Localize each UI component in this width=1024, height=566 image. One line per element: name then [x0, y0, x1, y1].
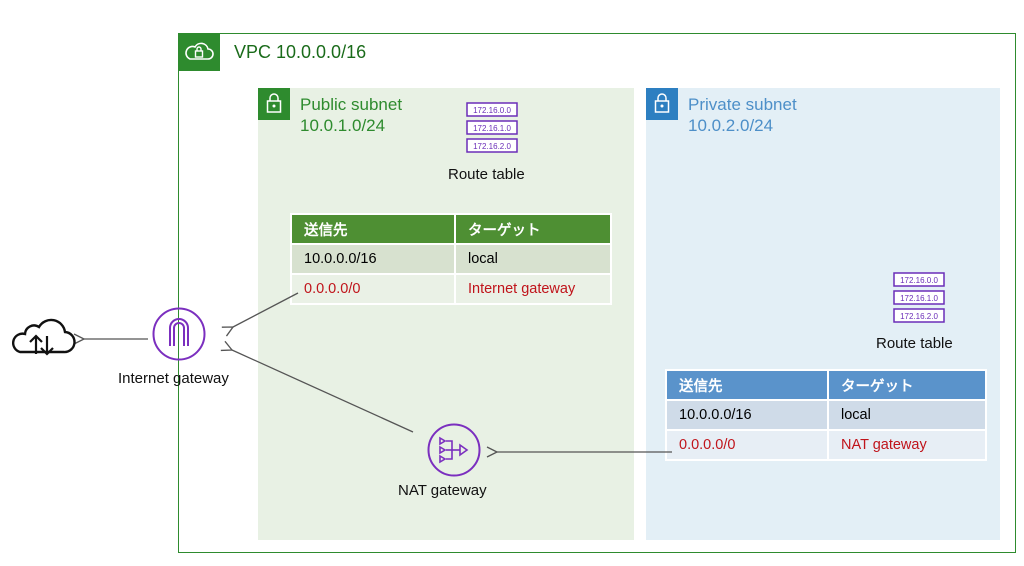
route-target: NAT gateway	[827, 429, 987, 461]
route-destination: 10.0.0.0/16	[665, 399, 829, 431]
table-row: 10.0.0.0/16 local	[665, 399, 987, 431]
vpc-boundary	[178, 33, 1016, 553]
private-subnet-name: Private subnet	[688, 95, 797, 114]
arrow-nat-to-igw	[232, 350, 414, 433]
route-table-icon: 172.16.0.0 172.16.1.0 172.16.2.0	[466, 102, 518, 153]
vpc-badge	[178, 33, 220, 71]
table-row: 0.0.0.0/0 NAT gateway	[665, 429, 987, 461]
route-table-icon: 172.16.0.0 172.16.1.0 172.16.2.0	[893, 272, 945, 323]
public-route-table: 送信先 ターゲット 10.0.0.0/16 local 0.0.0.0/0 In…	[290, 213, 612, 305]
route-table-icon-entry: 172.16.1.0	[900, 294, 938, 303]
internet-gateway-icon	[152, 307, 206, 361]
route-destination: 0.0.0.0/0	[290, 273, 456, 305]
internet-gateway-label: Internet gateway	[118, 370, 229, 387]
header-destination: 送信先	[290, 213, 456, 245]
private-route-table-label: Route table	[876, 335, 953, 352]
private-subnet-badge	[646, 88, 678, 120]
arrow-public-route-to-igw	[233, 292, 299, 327]
cloud-lock-icon	[185, 42, 214, 60]
lock-icon	[654, 93, 670, 113]
route-table-icon-entry: 172.16.1.0	[473, 124, 511, 133]
cloud-upload-download-icon	[11, 318, 76, 356]
public-subnet	[258, 88, 634, 540]
route-table-icon-entry: 172.16.0.0	[900, 276, 938, 285]
private-subnet-title: Private subnet 10.0.2.0/24	[688, 94, 797, 136]
public-subnet-name: Public subnet	[300, 95, 403, 114]
route-target: Internet gateway	[454, 273, 612, 305]
route-table-icon-entry: 172.16.0.0	[473, 106, 511, 115]
route-table-icon-entry: 172.16.2.0	[900, 312, 938, 321]
public-route-table-label: Route table	[448, 166, 525, 183]
route-target: local	[454, 243, 612, 275]
nat-gateway-label: NAT gateway	[398, 482, 487, 499]
header-destination: 送信先	[665, 369, 829, 401]
nat-gateway-icon	[427, 423, 481, 477]
table-row: 0.0.0.0/0 Internet gateway	[290, 273, 612, 305]
vpc-title: VPC 10.0.0.0/16	[234, 42, 367, 62]
public-subnet-cidr: 10.0.1.0/24	[300, 116, 386, 135]
public-subnet-badge	[258, 88, 290, 120]
private-subnet-cidr: 10.0.2.0/24	[688, 116, 774, 135]
route-target: local	[827, 399, 987, 431]
private-route-table: 送信先 ターゲット 10.0.0.0/16 local 0.0.0.0/0 NA…	[665, 369, 987, 461]
table-row: 10.0.0.0/16 local	[290, 243, 612, 275]
route-destination: 0.0.0.0/0	[665, 429, 829, 461]
route-destination: 10.0.0.0/16	[290, 243, 456, 275]
public-subnet-title: Public subnet 10.0.1.0/24	[300, 94, 402, 136]
route-table-icon-entry: 172.16.2.0	[473, 142, 511, 151]
lock-icon	[266, 93, 282, 113]
header-target: ターゲット	[827, 369, 987, 401]
header-target: ターゲット	[454, 213, 612, 245]
